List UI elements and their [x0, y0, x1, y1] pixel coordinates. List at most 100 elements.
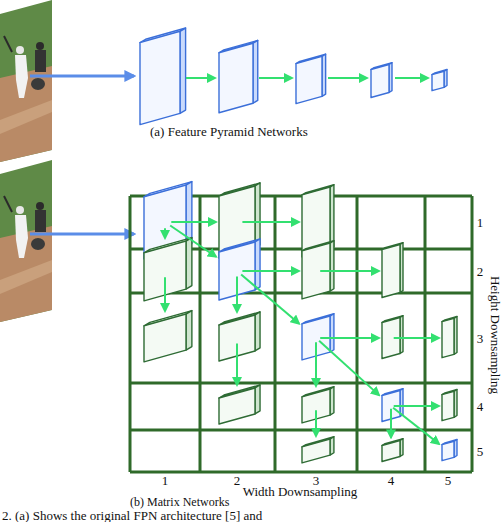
- feature-map: [219, 385, 260, 424]
- map-face: [432, 71, 444, 90]
- map-face: [382, 244, 400, 297]
- map-face: [442, 441, 454, 460]
- map-face: [144, 314, 186, 362]
- input-arrow: [30, 233, 134, 236]
- map-face: [219, 388, 255, 424]
- flow-arrow: [315, 342, 317, 386]
- row-number: 4: [477, 400, 484, 413]
- flow-arrow: [320, 270, 379, 272]
- feature-map: [302, 437, 334, 463]
- column-number: 5: [445, 474, 452, 487]
- photo-grass: [0, 0, 52, 165]
- photo-umpire: [35, 50, 46, 72]
- matrix-maps: [144, 182, 457, 463]
- grid-line: [130, 382, 472, 385]
- axis-title: Width Downsampling: [243, 485, 358, 498]
- feature-map: [432, 70, 447, 91]
- feature-map: [382, 243, 403, 298]
- map-face: [371, 64, 389, 97]
- flow-arrow: [241, 274, 299, 323]
- photo-batter: [15, 55, 28, 98]
- panel-caption: (a) Feature Pyramid Networks: [150, 125, 308, 138]
- map-side: [253, 40, 258, 103]
- flow-arrow: [186, 77, 215, 79]
- flow-arrow: [170, 226, 216, 257]
- photo-catcher: [31, 238, 45, 250]
- feature-map: [442, 317, 457, 358]
- photo-grass: [0, 160, 52, 325]
- feature-map: [442, 390, 457, 421]
- photo-dirt: [0, 100, 52, 134]
- flow-arrow: [393, 408, 439, 444]
- column-number: 1: [162, 474, 169, 487]
- map-face: [140, 31, 180, 124]
- axis-title: Height Downsampling: [489, 276, 502, 394]
- input-photo: [0, 0, 52, 165]
- feature-map: [371, 63, 392, 98]
- photo-umpire: [36, 202, 44, 210]
- flow-arrow: [394, 337, 439, 339]
- photo-bat: [4, 36, 12, 52]
- map-side: [255, 239, 260, 290]
- map-side: [255, 312, 260, 351]
- input-arrow: [30, 75, 134, 78]
- map-face: [219, 43, 253, 113]
- flow-arrow: [164, 228, 166, 238]
- flow-arrow: [236, 276, 238, 312]
- photo-bat: [4, 196, 12, 212]
- feature-map: [144, 311, 192, 362]
- photo-umpire: [35, 210, 46, 232]
- photo-dirt: [0, 260, 52, 294]
- figure-caption: 2. (a) Shows the original FPN architectu…: [2, 509, 262, 522]
- fpn-arrows: [186, 78, 428, 79]
- row-number: 1: [477, 216, 484, 229]
- grid-line: [130, 471, 472, 474]
- map-face: [296, 56, 322, 103]
- map-side: [255, 183, 260, 248]
- flow-arrow: [242, 270, 299, 272]
- flow-arrow: [236, 343, 238, 385]
- feature-map: [219, 312, 260, 361]
- flow-arrow: [394, 405, 439, 407]
- flow-arrow: [390, 409, 392, 438]
- map-face: [382, 440, 400, 461]
- map-side: [180, 28, 186, 113]
- row-number: 2: [477, 265, 484, 278]
- photo-batter: [16, 46, 24, 54]
- feature-map: [144, 238, 192, 301]
- grid-line: [130, 292, 472, 295]
- map-face: [302, 439, 330, 463]
- photo-batter: [16, 206, 24, 214]
- map-side: [186, 311, 192, 351]
- flow-arrow: [164, 277, 166, 311]
- feature-map: [302, 241, 334, 299]
- row-number: 5: [477, 445, 484, 458]
- feature-map: [140, 28, 186, 125]
- column-number: 2: [234, 474, 241, 487]
- map-side: [255, 385, 260, 414]
- fpn-panel: [140, 28, 447, 125]
- flow-arrow: [259, 77, 292, 79]
- column-number: 4: [388, 474, 395, 487]
- flow-arrow: [319, 341, 379, 395]
- panel-caption: (b) Matrix Networks: [130, 496, 229, 508]
- flow-arrow: [328, 77, 367, 79]
- photo-batter: [15, 215, 28, 258]
- input-photo: [0, 160, 52, 325]
- flow-arrow: [315, 410, 317, 436]
- feature-map: [302, 314, 334, 360]
- row-number: 3: [477, 332, 484, 345]
- flow-arrow: [242, 221, 299, 223]
- feature-map: [219, 40, 258, 112]
- flow-arrow: [320, 337, 379, 339]
- map-side: [186, 238, 192, 290]
- feature-map: [302, 387, 334, 423]
- feature-map: [219, 239, 260, 300]
- feature-map: [296, 54, 326, 103]
- feature-map: [382, 439, 403, 462]
- map-face: [442, 391, 454, 420]
- flow-arrow: [395, 77, 428, 79]
- feature-map: [442, 440, 457, 461]
